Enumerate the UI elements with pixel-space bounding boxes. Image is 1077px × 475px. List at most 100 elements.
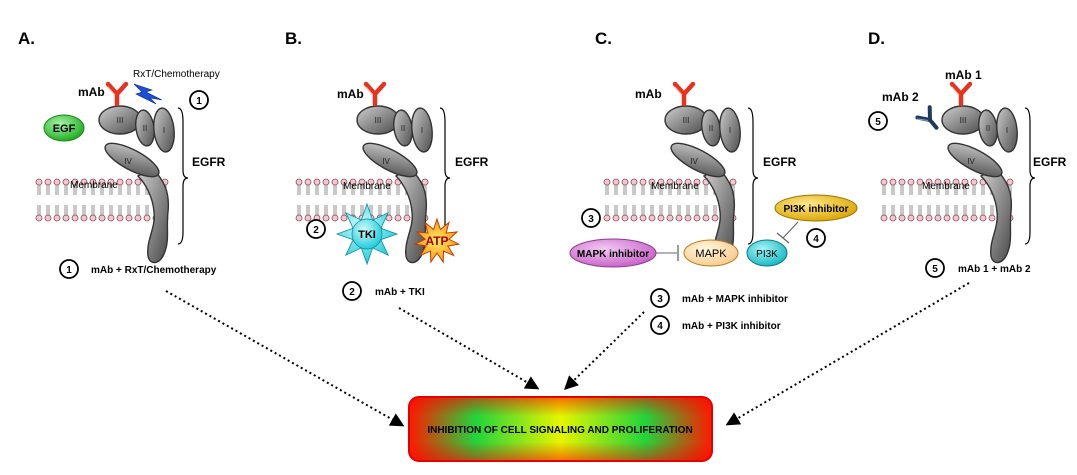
panel-d-label-iii: III: [960, 116, 967, 125]
panel-c-combo-circle-3: [650, 288, 670, 308]
panel-a-egfr-label: EGFR: [192, 155, 226, 169]
panel-d-membrane-label: Membrane: [922, 181, 970, 192]
panel-d-letter: D.: [868, 29, 885, 48]
panel-c-label-iii: III: [683, 116, 690, 125]
panel-b-step-number: 2: [313, 225, 319, 236]
pi3k-inhibitor: [774, 194, 858, 222]
pi3k-inhibition-line: [782, 221, 799, 239]
panel-c-label-ii: II: [709, 124, 713, 133]
panel-d-egfr-bracket: [1024, 107, 1036, 245]
panel-d-combo-circle: [925, 258, 945, 278]
panel-d: mAb 1 mAb 2 5 Membrane EGFR 5 mAb 1 + mA…: [868, 68, 1067, 278]
panel-c-egfr-bracket: [747, 107, 759, 245]
panel-d-mab2-label: mAb 2: [882, 90, 919, 104]
panel-d-domain-iv: [947, 142, 1003, 178]
panel-d-egfr-label: EGFR: [1033, 155, 1067, 169]
panel-d-intracellular-tail: [979, 167, 1013, 264]
panel-b-combo-number: 2: [349, 287, 355, 298]
panel-a-egfr-bracket: [177, 107, 189, 245]
panel-c-step-number-4: 4: [813, 234, 819, 245]
mapk-label: MAPK: [695, 248, 727, 260]
panel-c-domain-iv: [670, 142, 726, 178]
panel-b-label-i: I: [421, 126, 423, 135]
panel-b-combo-circle: [342, 281, 362, 301]
panel-b: mAb Membrane EGFR 2 TKI ATP 2 mAb + TKI: [306, 87, 489, 301]
panel-b-domain-i: [411, 107, 433, 153]
panel-b-combo-label: mAb + TKI: [375, 287, 425, 298]
panel-d-combo-number: 5: [932, 264, 938, 275]
panel-d-domain-i: [996, 107, 1018, 153]
panel-b-mab-label: mAb: [337, 87, 364, 101]
panel-d-label-iv: IV: [967, 157, 975, 166]
panel-c-combo-number-3: 3: [657, 294, 663, 305]
panel-b-letter: B.: [285, 29, 302, 48]
panel-a-letter: A.: [18, 29, 35, 48]
panel-c-egfr-label: EGFR: [763, 155, 797, 169]
arrow-from-b: [398, 307, 540, 390]
outcome-box: INHIBITION OF CELL SIGNALING AND PROLIFE…: [408, 396, 713, 462]
panel-d-mab1-label: mAb 1: [945, 68, 982, 82]
egf-label: EGF: [53, 123, 76, 135]
panel-b-label-iii: III: [375, 116, 382, 125]
arrow-from-a: [165, 290, 405, 427]
panel-c-label-iv: IV: [690, 157, 698, 166]
panel-d-mab-antibody-icon: [949, 81, 973, 107]
panel-c-mab-antibody-icon: [672, 81, 696, 107]
panel-a-domain-iv: [104, 142, 160, 178]
panel-c-step-circle-4: [806, 228, 826, 248]
radiation-bolt-icon: [133, 83, 163, 105]
panel-c-combo-label-4: mAb + PI3K inhibitor: [682, 321, 781, 332]
panel-b-intracellular-tail: [394, 167, 428, 264]
panel-a-combo-circle: [59, 259, 79, 279]
panel-a-domain-i: [153, 107, 175, 153]
panel-c-label-i: I: [729, 126, 731, 135]
panel-a-mab-antibody-icon: [105, 81, 129, 107]
panel-c-step-number-3: 3: [588, 214, 594, 225]
arrow-from-d: [725, 282, 970, 426]
panel-b-step-circle: [306, 219, 326, 239]
egf-ligand: [43, 114, 85, 142]
panel-b-domain-iv: [362, 142, 418, 178]
panel-a-mab-label: mAb: [78, 85, 105, 99]
panel-d-step-circle: [868, 111, 888, 131]
panel-b-label-ii: II: [401, 124, 405, 133]
panel-c-mab-label: mAb: [635, 87, 662, 101]
panel-c-letter: C.: [595, 29, 612, 48]
outcome-label: INHIBITION OF CELL SIGNALING AND PROLIFE…: [427, 425, 692, 436]
atp-label: ATP: [425, 234, 448, 248]
panel-d-combo-label: mAb 1 + mAb 2: [958, 264, 1031, 275]
panel-c-combo-label-3: mAb + MAPK inhibitor: [682, 294, 788, 305]
mapk-node: [683, 239, 739, 267]
pi3k-inhibitor-label: PI3K inhibitor: [784, 204, 849, 215]
panel-c-combo-circle-4: [650, 315, 670, 335]
mapk-inhibitor-label: MAPK inhibitor: [577, 249, 649, 260]
panel-a-step-number: 1: [196, 96, 202, 107]
panel-b-membrane-label: Membrane: [343, 181, 391, 192]
panel-a-step-circle: [189, 90, 209, 110]
panel-a-membrane-label: Membrane: [70, 180, 118, 191]
panel-c: mAb Membrane EGFR 3 PI3K inhibitor 4 MAP…: [569, 87, 858, 335]
panel-a-therapy-label: RxT/Chemotherapy: [133, 69, 220, 80]
panel-b-egfr-label: EGFR: [455, 155, 489, 169]
panel-d-label-i: I: [1006, 126, 1008, 135]
pi3k-inhibition-bar: [776, 232, 790, 244]
panel-a: mAb RxT/Chemotherapy 1 EGF Membrane EGFR…: [43, 69, 226, 279]
panel-a-label-iii: III: [117, 116, 124, 125]
panel-c-combo-number-4: 4: [657, 321, 663, 332]
panel-d-step-number: 5: [875, 117, 881, 128]
panel-b-label-iv: IV: [382, 157, 390, 166]
panel-c-membrane-label: Membrane: [651, 181, 699, 192]
panel-a-label-i: I: [163, 126, 165, 135]
atp-molecule: ATP: [413, 217, 461, 264]
panel-a-intracellular-tail: [136, 167, 170, 264]
tki-molecule: TKI: [335, 202, 399, 266]
tki-label: TKI: [358, 229, 376, 241]
mab2-antibody-icon: [915, 105, 939, 130]
convergence-arrows: [165, 282, 970, 427]
panel-a-combo-number: 1: [66, 265, 72, 276]
